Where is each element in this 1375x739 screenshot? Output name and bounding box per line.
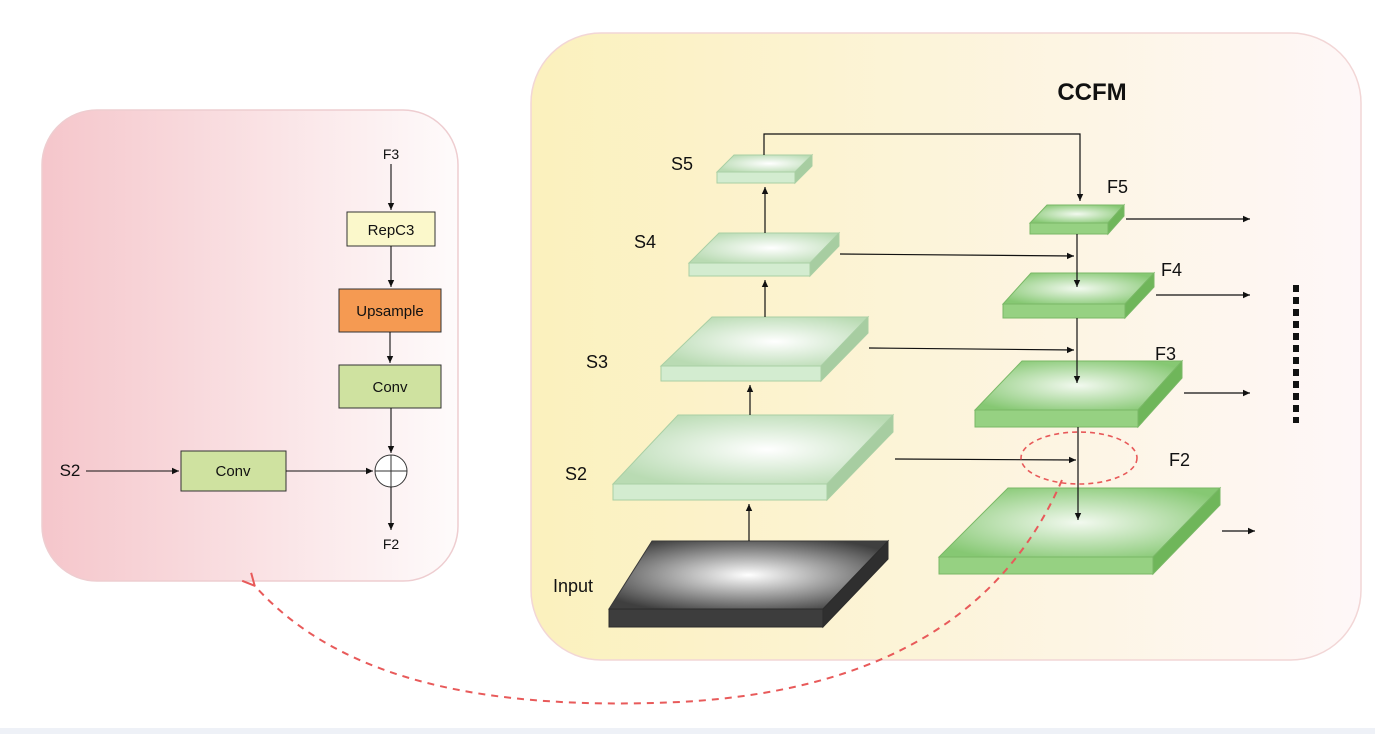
repc3-label: RepC3 (368, 222, 415, 239)
focus-ellipse (1020, 431, 1138, 485)
repc3-block: RepC3 (346, 211, 436, 247)
s4-layer (687, 231, 841, 278)
input-label: Input (553, 576, 593, 596)
s2-layer (611, 413, 895, 502)
f5-label: F5 (1107, 177, 1128, 197)
f5-layer (1028, 203, 1126, 236)
detail-panel (41, 109, 459, 582)
add-node-icon (374, 454, 408, 488)
f3-label: F3 (1155, 344, 1176, 364)
upsample-block: Upsample (338, 288, 442, 333)
s2-label: S2 (565, 464, 587, 484)
s3-layer (659, 315, 870, 383)
upsample-label: Upsample (356, 303, 424, 320)
backbone-arrows (745, 187, 769, 541)
conv-side-block: Conv (180, 450, 287, 492)
ccfm-title: CCFM (1057, 79, 1126, 106)
f4-layer (1001, 271, 1156, 320)
f4-label: F4 (1161, 260, 1182, 280)
f3-layer (973, 359, 1184, 429)
top-down-arrows (763, 133, 1084, 520)
conv-side-label: Conv (215, 463, 251, 480)
s3-label: S3 (586, 352, 608, 372)
detail-arrows (86, 164, 395, 530)
conv-main-block: Conv (338, 364, 442, 409)
f2-label: F2 (1169, 450, 1190, 470)
bottom-strip (0, 728, 1375, 734)
s5-layer (715, 153, 814, 185)
conv-main-label: Conv (372, 379, 408, 396)
s5-label: S5 (671, 154, 693, 174)
s4-label: S4 (634, 232, 656, 252)
zoom-link-dashed-arrow (254, 479, 1063, 705)
detail-top-input-label: F3 (383, 146, 400, 162)
detail-side-input-label: S2 (60, 461, 81, 480)
f2-layer (937, 486, 1222, 576)
output-arrows (1126, 215, 1255, 535)
detail-output-label: F2 (383, 536, 400, 552)
lateral-arrows (839, 252, 1077, 464)
input-layer (608, 539, 890, 629)
